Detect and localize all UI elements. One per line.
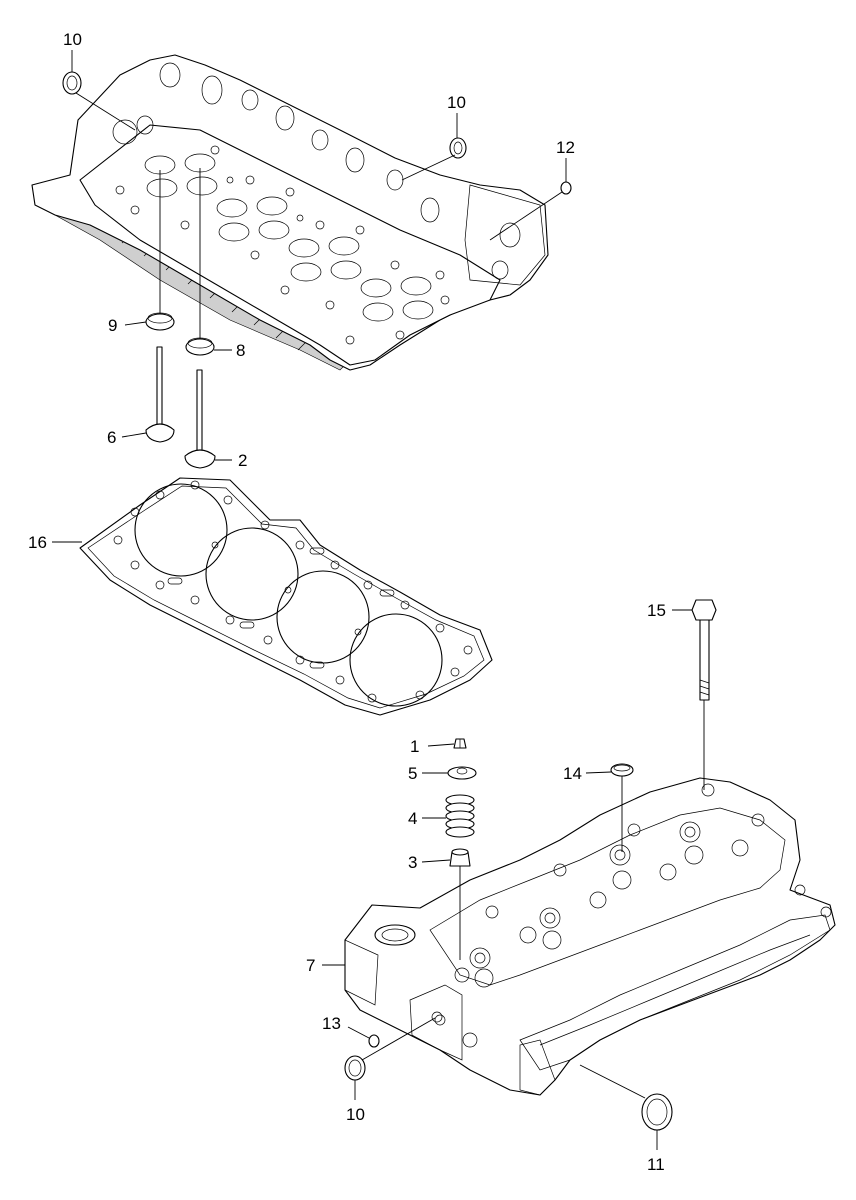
callout-4: 4 bbox=[408, 809, 417, 828]
callout-10-lower: 10 bbox=[346, 1105, 365, 1124]
leader-lines bbox=[52, 50, 705, 1150]
valve-keeper-1 bbox=[453, 738, 467, 749]
callout-12: 12 bbox=[556, 138, 575, 157]
seal-ring-10-upper-right bbox=[449, 137, 467, 159]
valve-spring-4 bbox=[445, 794, 475, 838]
callout-10-upper-right: 10 bbox=[447, 93, 466, 112]
callout-13: 13 bbox=[322, 1014, 341, 1033]
valve-stem-seal-3 bbox=[449, 848, 471, 867]
exhaust-valve-6 bbox=[145, 346, 175, 443]
callout-16: 16 bbox=[28, 533, 47, 552]
callout-9: 9 bbox=[108, 316, 117, 335]
callout-14: 14 bbox=[563, 764, 582, 783]
valve-seat-8 bbox=[185, 337, 215, 356]
intake-valve-2 bbox=[184, 369, 216, 469]
callout-11: 11 bbox=[647, 1155, 665, 1174]
spring-retainer-5 bbox=[447, 766, 477, 780]
valve-seat-9 bbox=[145, 312, 175, 331]
seal-ring-10-upper-left bbox=[62, 71, 82, 95]
plug-13 bbox=[368, 1034, 380, 1048]
cylinder-head-underside bbox=[31, 54, 549, 371]
callout-2: 2 bbox=[238, 451, 247, 470]
head-bolt-15 bbox=[691, 599, 717, 701]
callout-6: 6 bbox=[107, 428, 116, 447]
callout-5: 5 bbox=[408, 764, 417, 783]
cup-plug-14 bbox=[610, 763, 634, 777]
seal-ring-11 bbox=[641, 1093, 673, 1131]
callout-1: 1 bbox=[410, 737, 419, 756]
callout-3: 3 bbox=[408, 853, 417, 872]
plug-12 bbox=[560, 181, 572, 195]
callout-15: 15 bbox=[647, 601, 666, 620]
callout-10-upper-left: 10 bbox=[63, 30, 82, 49]
cylinder-head-7 bbox=[344, 777, 836, 1096]
callout-7: 7 bbox=[306, 956, 315, 975]
callout-8: 8 bbox=[236, 341, 245, 360]
head-gasket-16 bbox=[79, 477, 493, 716]
callout-labels: 10 10 12 9 8 6 2 16 15 1 5 14 4 3 7 13 1… bbox=[28, 30, 666, 1174]
